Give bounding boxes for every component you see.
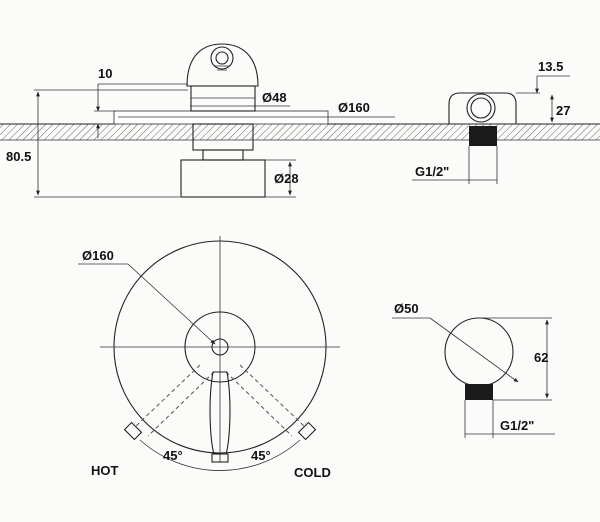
handle-dome xyxy=(186,43,259,87)
outlet-front-circle xyxy=(444,317,514,387)
hub-circle xyxy=(211,338,229,356)
angle-left-label: 45° xyxy=(163,448,183,463)
side-elevation-view: 10 Ø48 Ø160 80.5 Ø28 xyxy=(0,43,440,198)
dim-50-label: Ø50 xyxy=(394,301,419,316)
handle-indicator-inner xyxy=(215,51,229,65)
outlet-diameter-line xyxy=(429,317,519,383)
outlet-thread xyxy=(469,126,497,146)
dim-28-label: Ø28 xyxy=(274,171,299,186)
dim-10-label: 10 xyxy=(98,66,112,81)
mixer-body xyxy=(190,85,256,112)
outlet-side-view: G1/2" 13.5 27 xyxy=(412,59,600,184)
concealed-body xyxy=(180,159,266,198)
dim-160-bottom-leader xyxy=(127,263,216,345)
outlet-body xyxy=(448,92,517,125)
hot-label: HOT xyxy=(91,463,119,478)
cold-label: COLD xyxy=(294,465,331,480)
thread-bottom-label: G1/2" xyxy=(500,418,534,433)
handle-ghost-left xyxy=(135,364,215,437)
outlet-front-thread xyxy=(465,384,493,400)
dim-80-5-label: 80.5 xyxy=(6,149,31,164)
outlet-front-view: Ø50 G1/2" 62 xyxy=(392,301,555,438)
body-circle-front xyxy=(184,311,256,383)
concealed-ring xyxy=(202,149,244,161)
handle-tip-left xyxy=(123,421,143,441)
dim-27-label: 27 xyxy=(556,103,570,118)
thread-top-label: G1/2" xyxy=(415,164,449,179)
outlet-bore-outer xyxy=(466,93,496,123)
dim-62-label: 62 xyxy=(534,350,548,365)
dim-13-5-label: 13.5 xyxy=(538,59,563,74)
handle-indicator-outer xyxy=(210,46,234,70)
handle-cross xyxy=(215,65,229,71)
wall-hatch-right xyxy=(440,124,600,140)
wall-hatch-left xyxy=(0,124,440,140)
dim-160-top-label: Ø160 xyxy=(338,100,370,115)
lever-tip xyxy=(211,453,229,463)
angle-right-label: 45° xyxy=(251,448,271,463)
angle-arc xyxy=(139,439,301,471)
handle-ghost-right xyxy=(225,364,305,437)
dim-160-bottom-label: Ø160 xyxy=(82,248,114,263)
dim-48-label: Ø48 xyxy=(262,90,287,105)
front-view: 45° 45° HOT COLD Ø160 xyxy=(78,236,340,480)
handle-tip-right xyxy=(297,421,317,441)
cover-plate xyxy=(113,110,329,125)
outlet-bore-inner xyxy=(470,97,492,119)
